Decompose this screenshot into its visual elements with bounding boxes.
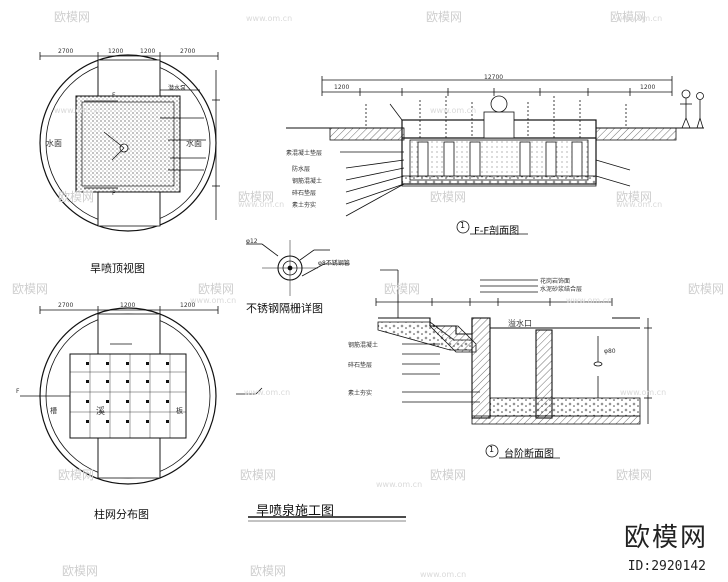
water-surface-label-right: 水面: [186, 139, 202, 148]
step-note-1: 花岗岩饰面: [540, 278, 571, 285]
step-overflow-label: 溢水口: [508, 319, 532, 328]
watermark-site: www.om.cn: [616, 14, 663, 23]
watermark-brand: 欧模网: [430, 190, 467, 204]
top-dim-2: 1200: [108, 48, 124, 55]
grid-layout-title: 柱网分布图: [94, 508, 149, 521]
ff-note-4: 碎石垫层: [292, 190, 317, 197]
watermark-brand: 欧模网: [238, 190, 275, 204]
watermark-site: www.om.cn: [246, 14, 293, 23]
watermark-site: www.om.cn: [430, 106, 477, 115]
ff-note-1: 素混凝土垫层: [286, 150, 323, 157]
top-dim-3: 1200: [140, 48, 156, 55]
watermark-brand: 欧模网: [250, 564, 287, 578]
section-ff: [286, 76, 704, 217]
ff-note-3: 钢筋混凝土: [292, 178, 323, 185]
grid-scale-mid: 1200: [120, 302, 136, 309]
railing-detail: [236, 240, 350, 395]
watermark-brand: 欧模网: [62, 564, 99, 578]
grid-mark-ban: 板: [176, 407, 183, 415]
main-drawing-title: 旱喷泉施工图: [256, 504, 335, 519]
step-note-5: 素土夯实: [348, 390, 373, 397]
pump-mark-label: 潜水泵: [168, 85, 187, 92]
watermark-brand: 欧模网: [616, 190, 653, 204]
ff-left-dim: 1200: [334, 84, 350, 91]
top-dim-4: 2700: [180, 48, 196, 55]
section-ff-index-number: 1: [460, 221, 466, 230]
railing-tag-right: φ8不锈钢管: [318, 260, 350, 267]
watermark-brand: 欧模网: [12, 282, 49, 296]
step-note-4: 碎石垫层: [348, 362, 373, 369]
step-note-3: 钢筋混凝土: [348, 342, 379, 349]
ff-right-dim: 1200: [640, 84, 656, 91]
watermark-site: www.om.cn: [616, 200, 663, 209]
railing-detail-title: 不锈钢隔栅详图: [246, 302, 323, 315]
grid-center-mark: 溪: [96, 407, 106, 417]
watermark-brand: 欧模网: [58, 468, 95, 482]
step-dim-a: φ80: [604, 348, 616, 355]
watermark-site: www.om.cn: [566, 296, 613, 305]
watermark-brand: 欧模网: [240, 468, 277, 482]
grid-layout-plan: [20, 306, 219, 485]
watermark-brand: 欧模网: [384, 282, 421, 296]
watermark-site: www.om.cn: [238, 200, 285, 209]
top-dim-1: 2700: [58, 48, 74, 55]
watermark-brand: 欧模网: [54, 10, 91, 24]
ff-note-5: 素土夯实: [292, 202, 317, 209]
grid-column-dots: [86, 362, 169, 423]
ff-overall-dim: 12700: [484, 74, 504, 81]
watermark-site: www.om.cn: [420, 570, 467, 579]
watermark-site: www.om.cn: [376, 480, 423, 489]
watermark-site: www.om.cn: [54, 106, 101, 115]
step-section-index: [485, 444, 560, 459]
step-section-title: 台阶断面图: [504, 449, 554, 460]
watermark-brand: 欧模网: [610, 10, 647, 24]
watermark-brand: 欧模网: [688, 282, 725, 296]
watermark-brand: 欧模网: [430, 468, 467, 482]
step-section-index-number: 1: [489, 445, 495, 454]
step-note-2: 水泥砂浆结合层: [540, 286, 583, 293]
top-view-plan: [39, 52, 220, 232]
grid-section-marker: F: [16, 388, 20, 395]
section-marker-bottom: F: [112, 190, 116, 197]
brand-logo-text: 欧模网: [623, 523, 708, 553]
top-view-title: 旱喷顶视图: [90, 262, 145, 275]
grid-mark-cao: 槽: [50, 407, 57, 415]
watermark-brand: 欧模网: [426, 10, 463, 24]
ff-note-2: 防水层: [292, 166, 311, 173]
water-surface-label-left: 水面: [46, 139, 62, 148]
grid-scale-left: 2700: [58, 302, 74, 309]
watermark-brand: 欧模网: [198, 282, 235, 296]
brand-id-text: ID:2920142: [627, 559, 706, 574]
watermark-site: www.om.cn: [190, 296, 237, 305]
grid-scale-right: 1200: [180, 302, 196, 309]
section-ff-index: [456, 220, 528, 235]
railing-tag-left: φ12: [246, 238, 258, 245]
watermark-brand: 欧模网: [58, 190, 95, 204]
section-ff-title: F-F剖面图: [474, 226, 520, 237]
main-title-underline: [248, 516, 406, 522]
step-section: [375, 269, 652, 425]
watermark-site: www.om.cn: [244, 388, 291, 397]
section-marker-top: F: [112, 92, 116, 99]
watermark-site: www.om.cn: [620, 388, 667, 397]
watermark-brand: 欧模网: [616, 468, 653, 482]
